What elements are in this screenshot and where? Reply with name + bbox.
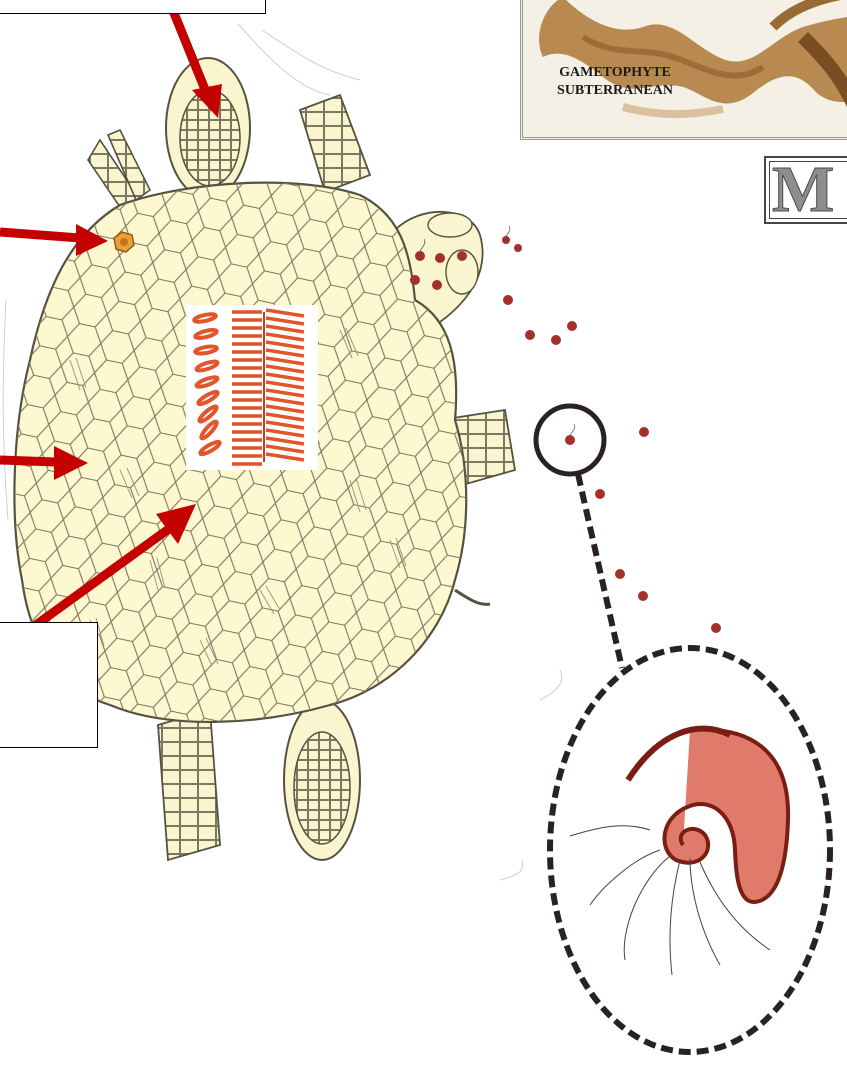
label-box-top: [0, 0, 266, 14]
heading-box: M: [764, 156, 847, 224]
spermatozoid-icon: [639, 427, 649, 437]
spiral-thickening-inset: [186, 305, 318, 470]
spermatozoid-icon: [565, 424, 575, 445]
spermatozoid-icon: [551, 335, 561, 345]
spermatozoid-icon: [410, 275, 420, 285]
inset-caption: GAMETOPHYTE SUBTERRANEAN: [540, 64, 690, 100]
spermatozoid-icon: [595, 489, 605, 499]
heading-letter: M: [772, 156, 834, 224]
archegonium-neck-bottom-left: [158, 710, 220, 860]
caption-line-1: GAMETOPHYTE: [540, 64, 690, 82]
spermatozoid-icon: [457, 251, 467, 261]
spermatozoid-icon: [514, 244, 522, 252]
caption-line-2: SUBTERRANEAN: [540, 82, 690, 100]
spermatozoid-icon: [525, 330, 535, 340]
spermatozoid-icon: [435, 253, 445, 263]
spermatozoid-icon: [502, 226, 510, 244]
label-box-bottom: [0, 622, 98, 748]
magnifier-dashed-connector: [578, 474, 622, 668]
antheridium-bottom: [284, 700, 360, 860]
spermatozoid-icon: [432, 280, 442, 290]
spermatozoid-icon: [711, 623, 721, 633]
spermatozoid-icon: [615, 569, 625, 579]
spermatozoid-icon: [503, 295, 513, 305]
spermatozoid-icon: [638, 591, 648, 601]
archegonium-neck-right-top: [300, 95, 370, 192]
antheridium-top: [166, 58, 250, 198]
spermatozoid-icon: [567, 321, 577, 331]
